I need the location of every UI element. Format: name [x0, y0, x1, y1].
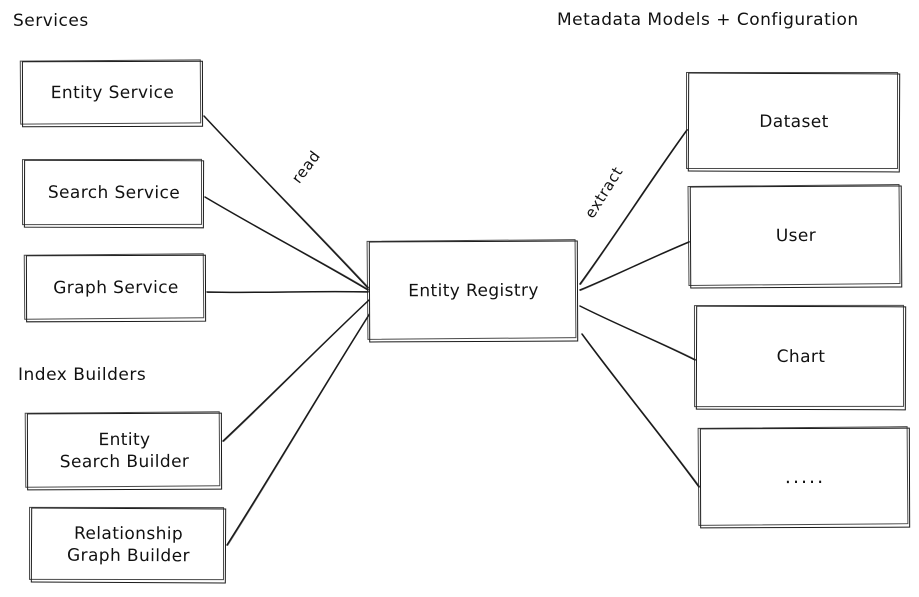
section-title-metadata-models: Metadata Models + Configuration: [557, 10, 859, 30]
node-dataset[interactable]: Dataset: [687, 72, 901, 173]
node-label: Entity Service: [50, 83, 175, 104]
node-label: Entity Search Builder: [59, 430, 190, 472]
edge-registry-ellipsis: [581, 333, 701, 488]
edge-entity-search-builder-registry: [222, 299, 371, 442]
edge-relationship-graph-builder-registry: [226, 309, 374, 546]
node-entity-service[interactable]: Entity Service: [21, 60, 204, 128]
edge-registry-chart: [579, 305, 697, 361]
edge-graph-service-registry: [206, 290, 370, 294]
node-search-service[interactable]: Search Service: [23, 159, 205, 229]
node-label: User: [775, 226, 817, 247]
node-relationship-graph-builder[interactable]: Relationship Graph Builder: [30, 507, 227, 584]
node-graph-service[interactable]: Graph Service: [25, 254, 207, 323]
node-label: Search Service: [47, 183, 181, 204]
node-label: Dataset: [759, 111, 829, 133]
node-label: .....: [784, 466, 826, 489]
section-title-services: Services: [13, 11, 89, 31]
node-label: Graph Service: [53, 277, 179, 299]
edge-search-service-registry: [204, 196, 370, 291]
node-user[interactable]: User: [689, 185, 903, 289]
node-label: Entity Registry: [408, 280, 539, 302]
node-entity-registry[interactable]: Entity Registry: [368, 240, 579, 343]
edge-entity-service-registry: [203, 115, 370, 289]
edge-registry-user: [579, 241, 691, 291]
node-entity-search-builder[interactable]: Entity Search Builder: [26, 412, 223, 491]
node-ellipsis[interactable]: .....: [699, 427, 911, 529]
edge-registry-dataset: [579, 129, 689, 285]
section-title-index-builders: Index Builders: [18, 365, 147, 385]
node-label: Relationship Graph Builder: [66, 523, 190, 566]
node-label: Chart: [776, 347, 826, 368]
node-chart[interactable]: Chart: [695, 305, 907, 411]
